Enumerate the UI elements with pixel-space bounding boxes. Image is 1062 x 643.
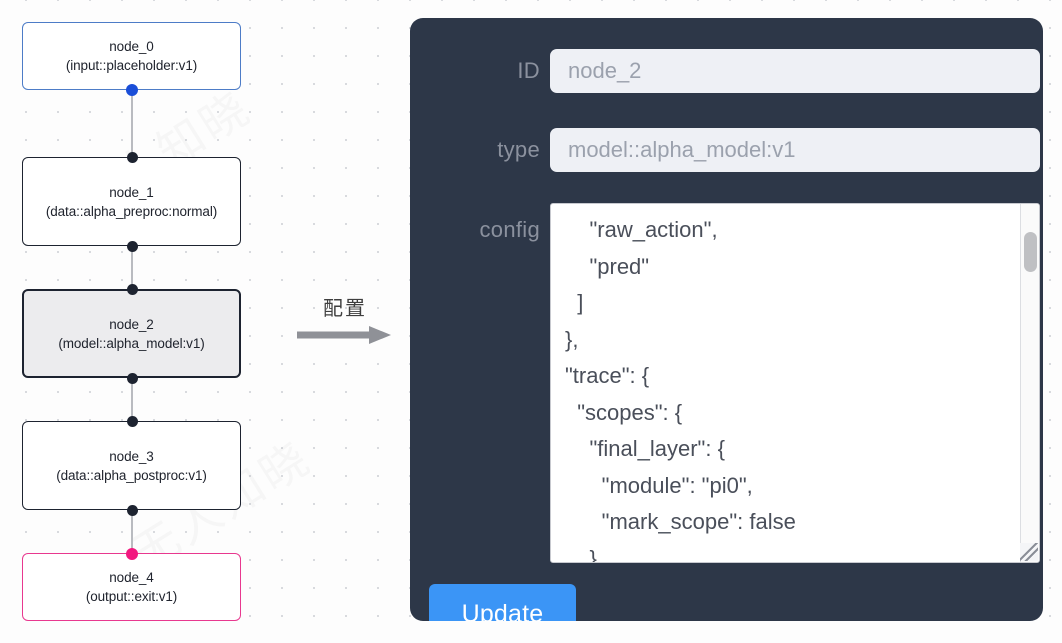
node-handle-node_4-target[interactable]	[126, 548, 138, 560]
edge-node0-node1	[131, 90, 133, 160]
node-label: node_3 (data::alpha_postproc:v1)	[31, 447, 232, 485]
node-graph: node_0 (input::placeholder:v1) node_1 (d…	[0, 0, 400, 643]
node-handle-node_2-source[interactable]	[126, 373, 138, 384]
node-subtitle: (output::exit:v1)	[85, 589, 178, 604]
node-handle-node_1-source[interactable]	[126, 241, 138, 252]
graph-node-node_2[interactable]: node_2 (model::alpha_model:v1)	[22, 289, 241, 378]
annotation-configure: 配置	[295, 296, 395, 346]
node-handle-node_2-target[interactable]	[126, 284, 138, 295]
node-label: node_0 (input::placeholder:v1)	[31, 37, 232, 75]
edge-node1-node2	[131, 246, 133, 290]
node-subtitle: (data::alpha_postproc:v1)	[56, 467, 207, 483]
node-title: node_3	[109, 448, 154, 464]
graph-node-node_0[interactable]: node_0 (input::placeholder:v1)	[22, 22, 241, 90]
node-handle-node_3-target[interactable]	[126, 416, 138, 427]
node-label: node_2 (model::alpha_model:v1)	[32, 315, 231, 353]
type-field-label: type	[497, 137, 540, 162]
graph-node-node_4[interactable]: node_4 (output::exit:v1)	[22, 553, 241, 621]
node-title: node_2	[109, 316, 154, 332]
update-button[interactable]: Update	[429, 584, 576, 621]
graph-node-node_3[interactable]: node_3 (data::alpha_postproc:v1)	[22, 421, 241, 510]
annotation-label: 配置	[323, 296, 367, 320]
node-title: node_0	[109, 39, 154, 54]
graph-node-node_1[interactable]: node_1 (data::alpha_preproc:normal)	[22, 157, 241, 246]
edge-node2-node3	[131, 378, 133, 422]
config-text-content: "raw_action", "pred" ] }, "trace": { "sc…	[565, 217, 796, 563]
node-handle-node_3-source[interactable]	[126, 505, 138, 516]
config-scrollbar-thumb[interactable]	[1024, 232, 1037, 272]
id-input[interactable]	[550, 49, 1040, 93]
type-input[interactable]	[550, 128, 1040, 172]
node-label: node_4 (output::exit:v1)	[31, 568, 232, 606]
field-row-id: ID	[410, 49, 1040, 93]
resize-handle-icon[interactable]	[1020, 543, 1038, 561]
config-scrollbar[interactable]	[1020, 204, 1039, 562]
node-handle-node_0-source[interactable]	[126, 84, 138, 96]
field-row-config: config "raw_action", "pred" ] }, "trace"…	[410, 203, 1040, 563]
node-title: node_1	[109, 184, 154, 200]
field-row-type: type	[410, 128, 1040, 172]
node-handle-node_1-target[interactable]	[126, 152, 138, 163]
config-field-label: config	[479, 217, 540, 242]
node-config-panel: ID type config "raw_action", "pred" ] },…	[410, 18, 1043, 621]
node-label: node_1 (data::alpha_preproc:normal)	[31, 183, 232, 221]
config-textarea[interactable]: "raw_action", "pred" ] }, "trace": { "sc…	[550, 203, 1040, 563]
node-subtitle: (model::alpha_model:v1)	[58, 335, 205, 351]
node-subtitle: (input::placeholder:v1)	[65, 58, 198, 73]
id-field-label: ID	[517, 58, 540, 83]
edge-node3-node4	[131, 510, 133, 554]
right-arrow-icon	[295, 324, 395, 346]
node-title: node_4	[109, 570, 154, 585]
node-subtitle: (data::alpha_preproc:normal)	[45, 203, 218, 219]
